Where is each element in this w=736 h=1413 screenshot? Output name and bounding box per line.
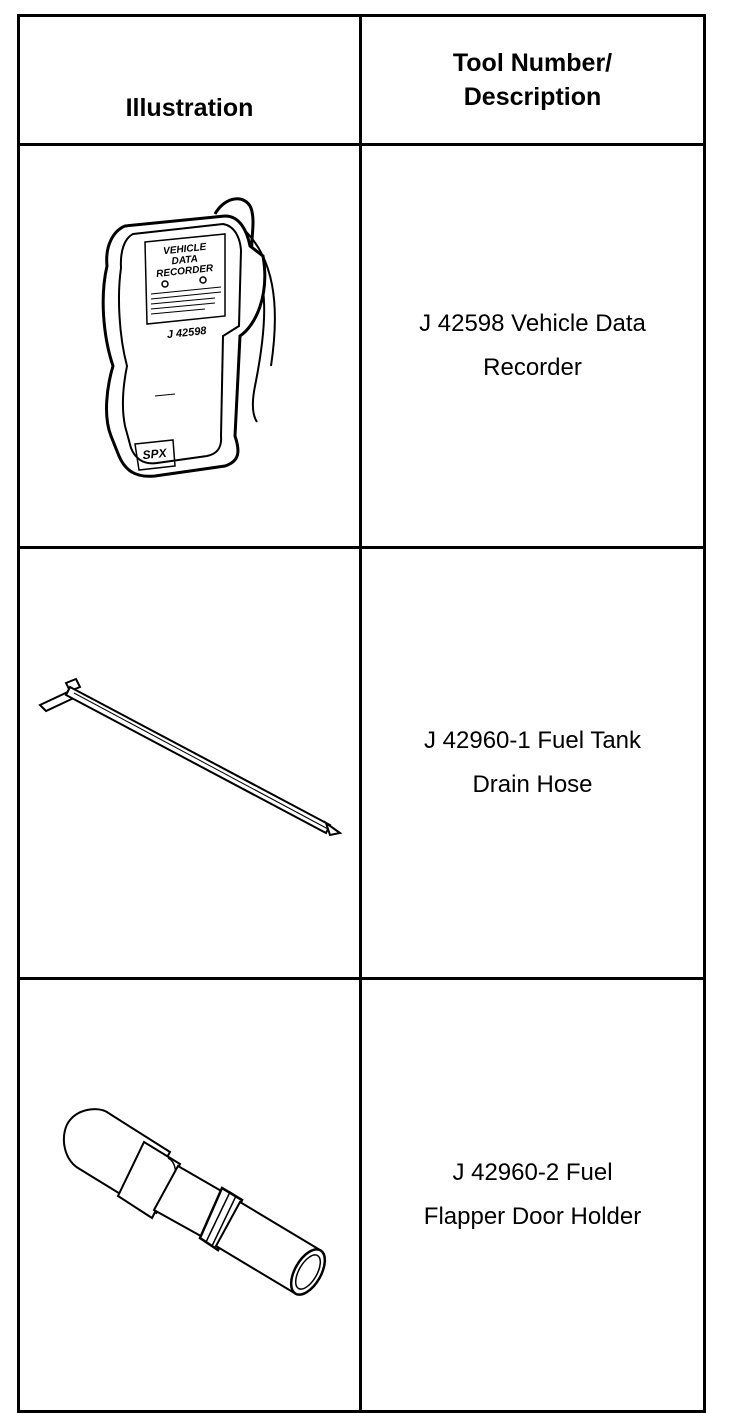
flapper-door-holder-illustration (62, 1108, 326, 1296)
description-line2: Drain Hose (472, 771, 593, 798)
table-row: VEHICLE DATA RECORDER J 42598 SP (17, 143, 706, 549)
led-icon (198, 276, 207, 284)
vehicle-data-recorder-illustration: VEHICLE DATA RECORDER J 42598 SP (101, 197, 276, 478)
illustration-cell: VEHICLE DATA RECORDER J 42598 SP (17, 143, 362, 549)
description-line1: J 42960-2 Fuel (452, 1159, 613, 1186)
description-cell: J 42960-1 Fuel Tank Drain Hose (359, 546, 706, 980)
table-row: J 42960-2 Fuel Flapper Door Holder (17, 977, 706, 1413)
header-tool-description: Tool Number/ Description (359, 14, 706, 146)
table-header-row: Illustration Tool Number/ Description (17, 14, 706, 146)
device-title-line2: DATA (171, 254, 198, 268)
table-row: J 42960-1 Fuel Tank Drain Hose (17, 546, 706, 980)
header-tool-line1: Tool Number/ (452, 49, 613, 77)
description-line1: J 42598 Vehicle Data (419, 310, 646, 337)
device-part-number: J 42598 (166, 325, 208, 341)
illustration-cell (17, 546, 362, 980)
header-tool-line2: Description (463, 83, 602, 111)
description-cell: J 42598 Vehicle Data Recorder (359, 143, 706, 549)
description-line1: J 42960-1 Fuel Tank (423, 727, 642, 754)
device-brand: SPX (141, 446, 167, 463)
description-cell: J 42960-2 Fuel Flapper Door Holder (359, 977, 706, 1413)
header-illustration: Illustration (17, 14, 362, 146)
illustration-cell (17, 977, 362, 1413)
led-icon (160, 280, 169, 288)
description-line2: Flapper Door Holder (423, 1203, 642, 1230)
description-line2: Recorder (483, 354, 582, 381)
special-tools-table: Illustration Tool Number/ Description VE… (17, 14, 706, 1413)
device-title-line1: VEHICLE (162, 242, 207, 258)
drain-hose-illustration (37, 677, 342, 837)
